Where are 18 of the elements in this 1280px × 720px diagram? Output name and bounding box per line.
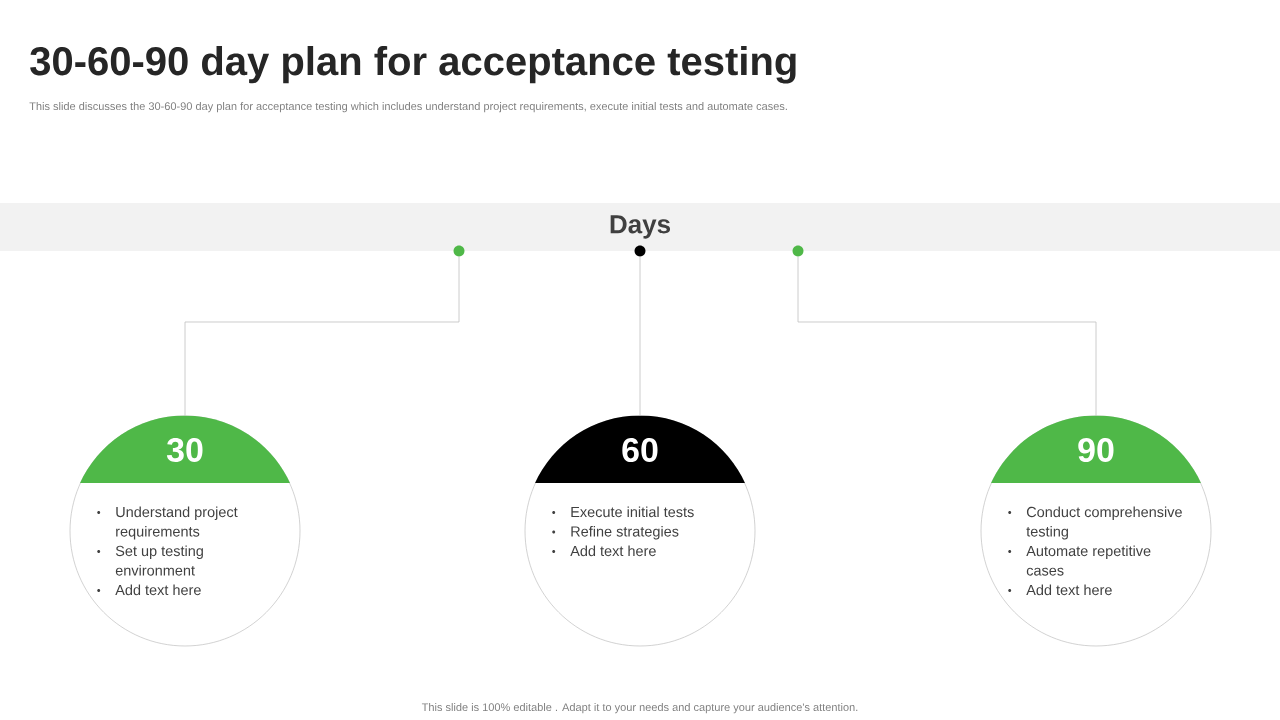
- footer-note: This slide is 100% editable . Adapt it to your needs and capture your audience's attention.: [421, 703, 858, 714]
- bullet-text: Add text here: [115, 584, 201, 596]
- description-text: This slide discusses the 30-60-90 day plan for acceptance testing which includes understand project requirements, execute initial tests and automate cases.: [29, 102, 787, 113]
- bullet-text: Understand project requirements: [116, 506, 238, 540]
- bullet-text: Refine strategies: [571, 526, 679, 540]
- bullet-text: Automate repetitive cases: [1026, 545, 1151, 576]
- bullet-text: Add text here: [570, 545, 656, 557]
- connector-line: [184, 256, 460, 417]
- title: 30-60-90 day plan for acceptance testing: [30, 46, 796, 84]
- number-label: 60: [622, 437, 658, 462]
- bullet-text: Add text here: [1026, 584, 1112, 596]
- bullet-text: Execute initial tests: [571, 506, 694, 518]
- header-band: Days: [0, 203, 1280, 251]
- connector-line: [797, 256, 1097, 417]
- number-label: 90: [1078, 437, 1114, 462]
- number-label: 30: [166, 437, 203, 463]
- bullet-text: Set up testing environment: [115, 545, 203, 576]
- bullet-text: Conduct comprehensive testing: [1026, 506, 1182, 540]
